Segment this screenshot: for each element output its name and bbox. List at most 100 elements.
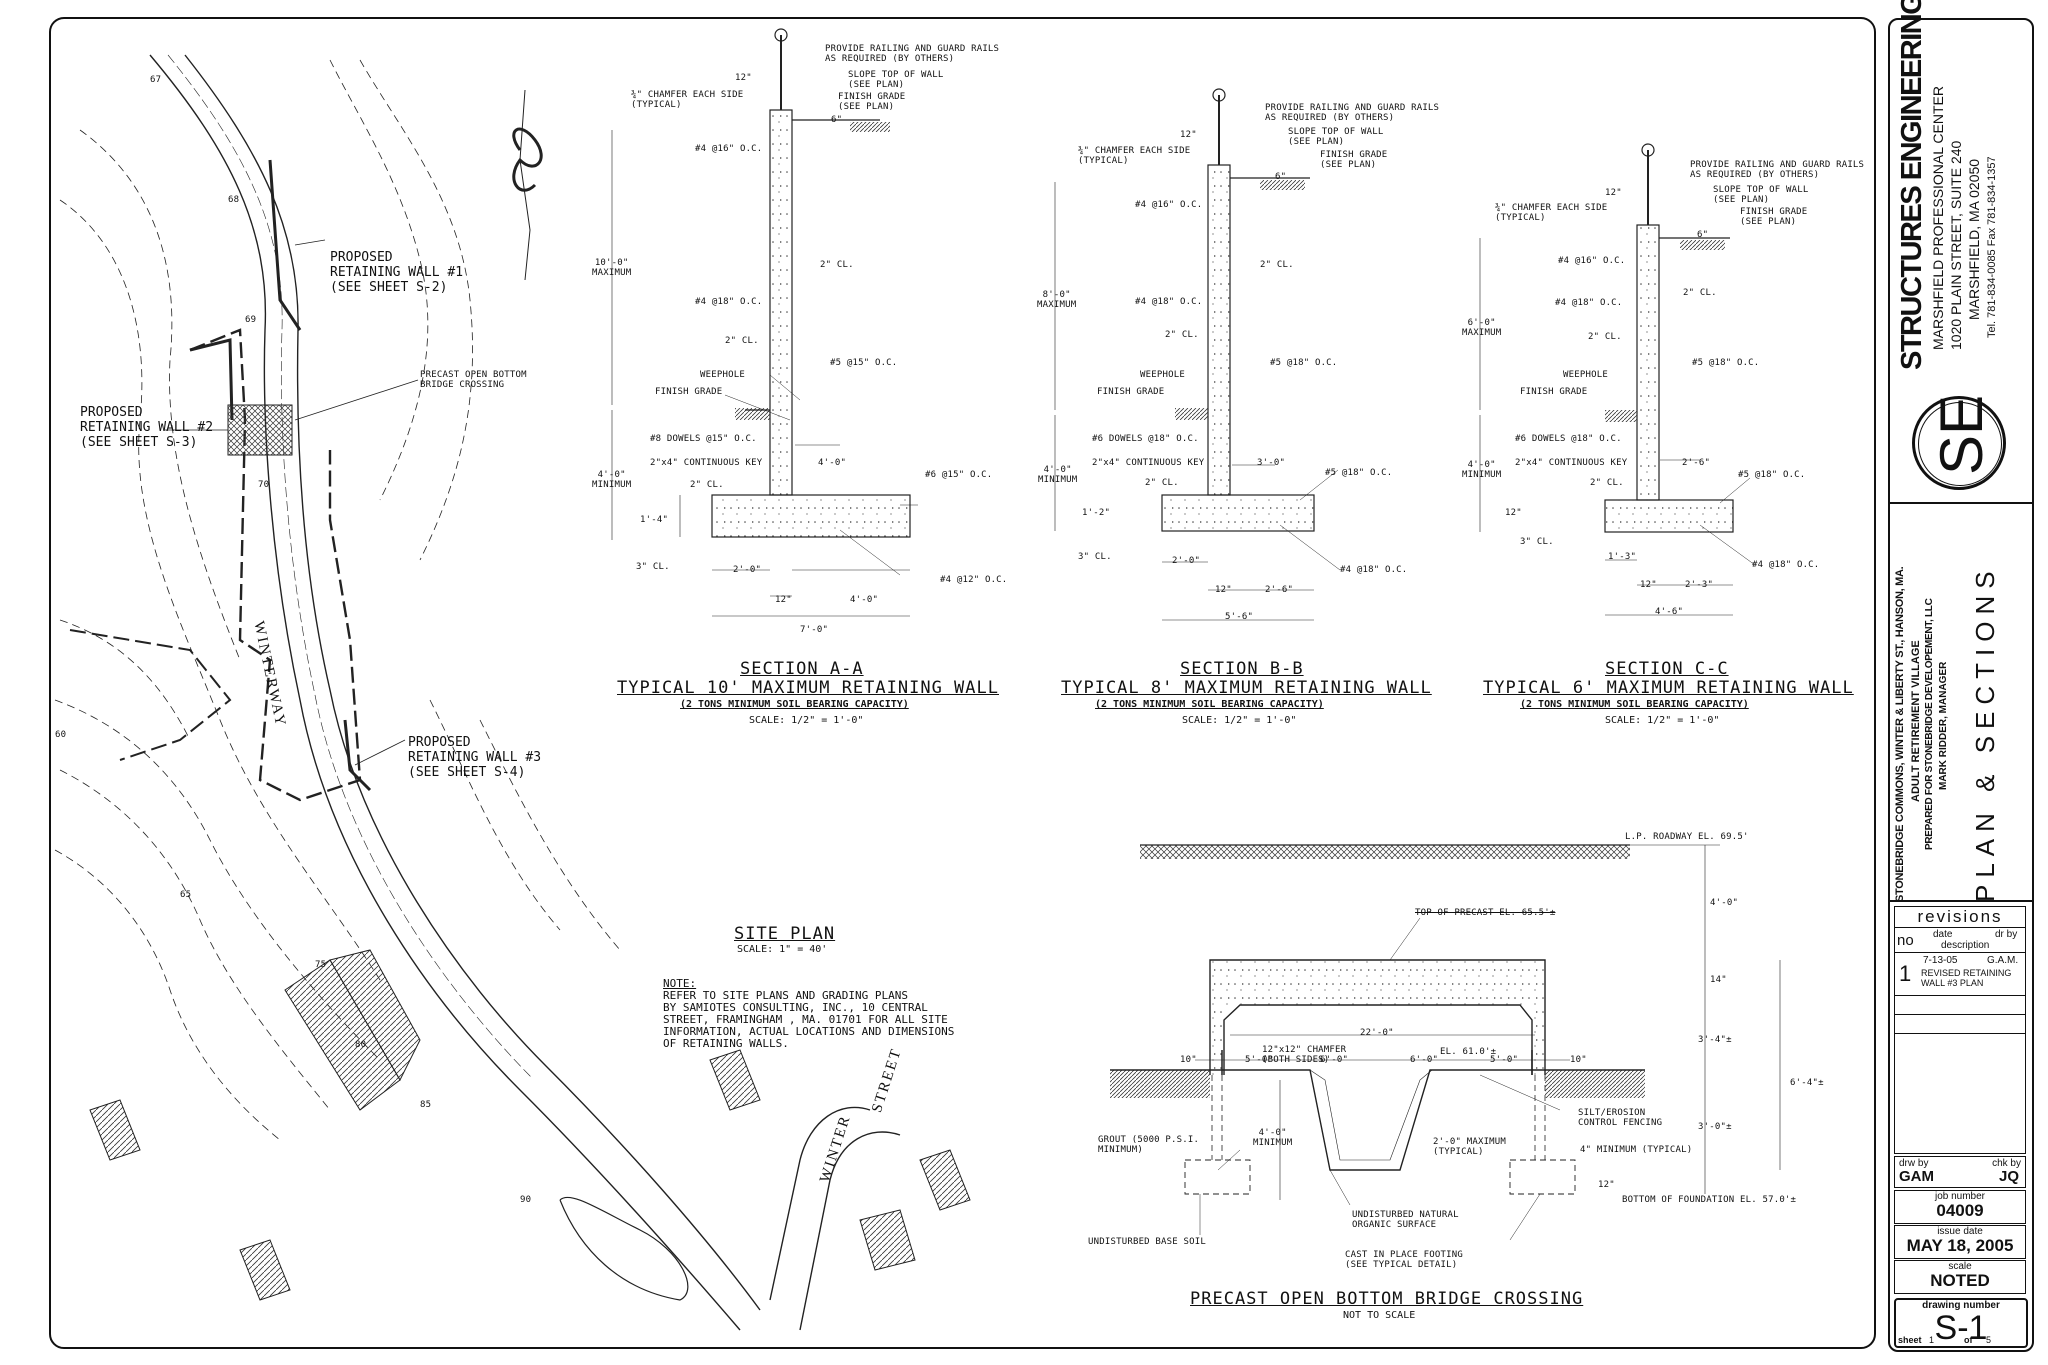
sec-c-scale: SCALE: 1/2" = 1'-0" (1605, 715, 1720, 726)
sec-a-cl2c: 2" CL. (690, 480, 724, 490)
revision-row: 1 7-13-05 G.A.M. REVISED RETAINING WALL … (1895, 953, 2025, 996)
sec-a-footing-t: 1'-4" (640, 515, 669, 525)
sec-b-vert-bars: #4 @16" O.C. (1135, 200, 1203, 210)
sec-c-toe: 1'-3" (1608, 552, 1637, 562)
job-number-cell: job number 04009 (1894, 1190, 2026, 1224)
sec-b-main-bars: #5 @18" O.C. (1270, 358, 1338, 368)
sec-c-subtitle: TYPICAL 6' MAXIMUM RETAINING WALL (1483, 678, 1854, 698)
bridge-max2: 2'-0" MAXIMUM (TYPICAL) (1433, 1137, 1507, 1157)
sec-c-bottom-bars: #4 @18" O.C. (1752, 560, 1820, 570)
sec-b-footing-bars: #5 @18" O.C. (1325, 468, 1393, 478)
rev1-by: G.A.M. (1987, 955, 2019, 966)
bridge-el61: EL. 61.0'± (1440, 1047, 1497, 1057)
sec-a-main-bars: #5 @15" O.C. (830, 358, 898, 368)
bridge-top-precast: TOP OF PRECAST EL. 65.5'± (1415, 908, 1556, 918)
sec-b-note: (2 TONS MINIMUM SOIL BEARING CAPACITY) (1095, 699, 1324, 710)
scale-value: NOTED (1930, 1271, 1990, 1290)
sec-c-height: 6'-0" MAXIMUM (1462, 318, 1502, 338)
contour-label: 85 (420, 1100, 432, 1110)
bridge-d6-left: 6'-0" (1320, 1055, 1349, 1065)
sec-a-toe: 2'-0" (733, 565, 762, 575)
sec-c-width: 4'-6" (1655, 607, 1684, 617)
sec-b-finish-grade: FINISH GRADE (1097, 387, 1165, 397)
sec-b-chamfer: ¾" CHAMFER EACH SIDE (TYPICAL) (1078, 146, 1191, 166)
sec-c-heel: 2'-3" (1685, 580, 1714, 590)
sec-a-cl3: 3" CL. (636, 562, 670, 572)
issue-date: MAY 18, 2005 (1906, 1236, 2014, 1255)
project-name: STONEBRIDGE COMMONS, WINTER & LIBERTY ST… (1894, 566, 1906, 902)
sec-a-footing-bars: #6 @15" O.C. (925, 470, 993, 480)
sec-c-footing-bars: #5 @18" O.C. (1738, 470, 1806, 480)
sec-a-vert-bars: #4 @16" O.C. (695, 144, 763, 154)
revision-blank-row (1895, 996, 2025, 1015)
sec-c-finish-grade: FINISH GRADE (1520, 387, 1588, 397)
title-block: STRUCTURES ENGINEERING MARSHFIELD PROFES… (1888, 0, 2034, 1352)
firm-logo-text: SE (1928, 394, 1995, 475)
sec-c-footing-t: 12" (1505, 508, 1522, 518)
job-number: 04009 (1936, 1201, 1984, 1220)
sec-c-cl3: 3" CL. (1520, 537, 1554, 547)
sec-b-twelve: 12" (1215, 585, 1232, 595)
bridge-bottom-found: BOTTOM OF FOUNDATION EL. 57.0'± (1622, 1195, 1797, 1205)
sec-a-railing: PROVIDE RAILING AND GUARD RAILS AS REQUI… (825, 44, 1000, 64)
bridge-graphic (1110, 844, 1781, 1241)
sec-c-vert-bars: #4 @16" O.C. (1558, 256, 1626, 266)
sec-c-stem-dim: 2'-6" (1682, 458, 1711, 468)
sec-a-scale: SCALE: 1/2" = 1'-0" (749, 715, 864, 726)
sec-b-toe: 2'-0" (1172, 556, 1201, 566)
sec-b-railing: PROVIDE RAILING AND GUARD RAILS AS REQUI… (1265, 103, 1440, 123)
sec-a-width: 7'-0" (800, 625, 829, 635)
bridge-h6-4: 6'-4"± (1790, 1078, 1824, 1088)
sec-a-subtitle: TYPICAL 10' MAXIMUM RETAINING WALL (617, 678, 999, 698)
firm-address-3: MARSHFIELD, MA 02050 (1966, 158, 1982, 320)
revision-blank-row (1895, 1015, 2025, 1034)
sec-a-cl2b: 2" CL. (725, 336, 759, 346)
sec-c-min: 4'-0" MINIMUM (1462, 460, 1502, 480)
project-manager: MARK RIDDER, MANAGER (1938, 661, 1949, 790)
sec-a-six: 6" (831, 115, 843, 125)
rev-date-header: date (1933, 929, 1953, 940)
bridge-d5-left: 5'-0" (1245, 1055, 1274, 1065)
bridge-grout: GROUT (5000 P.S.I. MINIMUM) (1098, 1135, 1200, 1155)
sec-b-subtitle: TYPICAL 8' MAXIMUM RETAINING WALL (1061, 678, 1432, 698)
sec-b-slope: SLOPE TOP OF WALL (SEE PLAN) (1288, 127, 1384, 147)
contour-label: 90 (520, 1195, 532, 1205)
bridge-d10-right: 10" (1570, 1055, 1587, 1065)
rev-desc-header: description (1941, 940, 1990, 951)
sec-b-cl3: 3" CL. (1078, 552, 1112, 562)
sec-c-main-bars: #5 @18" O.C. (1692, 358, 1760, 368)
sec-c-weephole: WEEPHOLE (1563, 370, 1608, 380)
sec-b-title: SECTION B-B (1180, 659, 1304, 679)
site-plan-title: SITE PLAN (734, 924, 836, 944)
sec-b-stem-dim: 3'-0" (1257, 458, 1286, 468)
rev1-date: 7-13-05 (1923, 955, 1958, 966)
sec-c-horiz-bars: #4 @18" O.C. (1555, 298, 1623, 308)
sec-a-heel: 4'-0" (850, 595, 879, 605)
sec-a-height: 10'-0" MAXIMUM (592, 258, 632, 278)
bridge-h3-4: 3'-4"± (1698, 1035, 1732, 1045)
site-plan-note-body: REFER TO SITE PLANS AND GRADING PLANS BY… (663, 989, 955, 1050)
sec-b-weephole: WEEPHOLE (1140, 370, 1185, 380)
job-number-header: job number (1934, 1191, 1986, 1202)
chk-by-header: chk by (1992, 1158, 2021, 1169)
sheet-number: 1 (1929, 1335, 1935, 1345)
rev1-desc: REVISED RETAINING WALL #3 PLAN (1921, 968, 2012, 988)
sec-b-footing-t: 1'-2" (1082, 508, 1111, 518)
sec-b-horiz-bars: #4 @18" O.C. (1135, 297, 1203, 307)
wall2-label: PROPOSED RETAINING WALL #2 (SEE SHEET S-… (80, 405, 214, 450)
contour-label: 68 (228, 195, 240, 205)
site-plan-note-head: NOTE: (663, 977, 697, 990)
bridge-title: PRECAST OPEN BOTTOM BRIDGE CROSSING (1190, 1289, 1584, 1309)
drw-by: GAM (1899, 1168, 1934, 1185)
bridge-min4in: 4" MINIMUM (TYPICAL) (1580, 1145, 1693, 1155)
bridge-undisturbed-nat: UNDISTURBED NATURAL ORGANIC SURFACE (1352, 1210, 1459, 1230)
revisions-table: revisions no date dr by description 1 7-… (1894, 906, 2026, 1154)
issue-date-cell: issue date MAY 18, 2005 (1894, 1225, 2026, 1259)
sec-a-note: (2 TONS MINIMUM SOIL BEARING CAPACITY) (680, 699, 909, 710)
sec-b-min: 4'-0" MINIMUM (1038, 465, 1078, 485)
contour-label: 70 (258, 480, 270, 490)
contour-label: 67 (150, 75, 162, 85)
bridge-crossing-label: PRECAST OPEN BOTTOM BRIDGE CROSSING (420, 370, 527, 390)
chk-by: JQ (1998, 1168, 2019, 1185)
